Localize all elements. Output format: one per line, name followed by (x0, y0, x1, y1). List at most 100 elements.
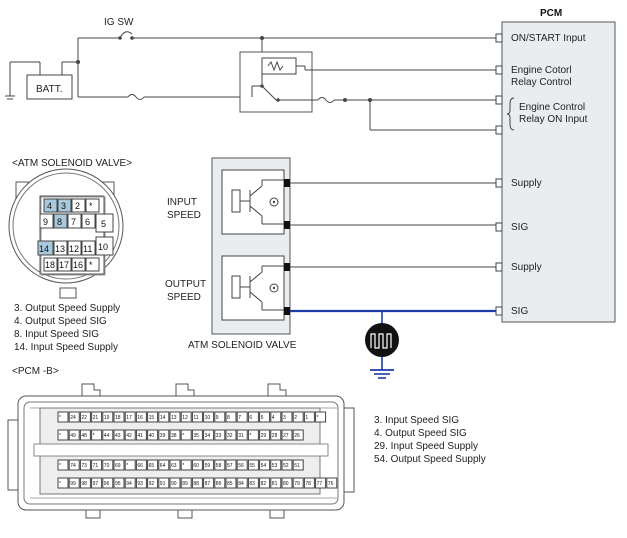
pcm-b-pin-cell (281, 459, 293, 471)
pcm-b-pin-label: 92 (149, 481, 155, 487)
pcm-b-pin-label: * (59, 481, 61, 487)
pcm-b-pin-cell (68, 411, 80, 423)
pcm-b-pin-label: 84 (238, 481, 244, 487)
pcm-b-pin-cell (214, 459, 226, 471)
pcm-b-pin-cell (158, 459, 170, 471)
pcm-b-pin-cell (191, 477, 203, 489)
pcm-b-pin-label: 54 (261, 463, 267, 469)
pcm-b-pin-cell (247, 429, 259, 441)
pcm-b-pin-cell (135, 429, 147, 441)
pcm-b-pin-label: 1 (305, 415, 308, 421)
pcm-pin-relay-control-1: Engine Cotorl (511, 65, 572, 76)
pcm-b-pin-cell (158, 429, 170, 441)
pcm-b-pin-cell (57, 477, 69, 489)
svg-text:13: 13 (55, 244, 65, 254)
atm-valve-connector: <ATM SOLENOID VALVE> 4 3 2 * 9 8 7 6 5 1… (8, 158, 132, 353)
pcm-b-pin-label: 2 (294, 415, 297, 421)
fuse-1 (127, 94, 145, 100)
pcm-b-pin-label: 95 (115, 481, 121, 487)
engine-control-relay (239, 51, 313, 113)
pcm-b-pin-label: 44 (104, 433, 110, 439)
pcm-b-pin-label: 86 (216, 481, 222, 487)
fuse-2 (317, 97, 335, 103)
pcm-b-pin-label: 19 (104, 415, 110, 421)
pcm-b-pin-label: * (59, 463, 61, 469)
pcm-b-pin-label: 60 (193, 463, 199, 469)
pcm-b-pin-cell (147, 477, 159, 489)
pcm-b-pin-cell (247, 459, 259, 471)
pcm-b-pin-label: 12 (182, 415, 188, 421)
input-speed-label-2: SPEED (167, 210, 201, 221)
svg-text:10: 10 (98, 242, 108, 252)
pcm-b-pin-label: 80 (283, 481, 289, 487)
pcm-b-pin-cell (91, 411, 103, 423)
pcm-b-pin-cell (113, 459, 125, 471)
pcm-b-pin-label: 33 (216, 433, 222, 439)
pcm-b-pin-cell (292, 459, 304, 471)
valve-legend-8: 8. Input Speed SIG (14, 329, 99, 340)
pcm-b-pin-label: 6 (249, 415, 252, 421)
pcm-b-pin-label: 41 (137, 433, 143, 439)
pcm-b-pin-label: 89 (182, 481, 188, 487)
pcm-b-pin-label: 57 (227, 463, 233, 469)
pcm-b-pin-cell (315, 411, 327, 423)
pcm-b-pin-label: 71 (93, 463, 99, 469)
pcm-b-pin-label: 4 (272, 415, 275, 421)
pcm-b-pin-cell (124, 459, 136, 471)
pcm-b-pin-cell (270, 411, 282, 423)
pcm-b-pin-cell (124, 411, 136, 423)
pcm-pin-relay-on-1: Engine Control (519, 102, 585, 113)
battery-label: BATT. (36, 84, 62, 95)
pcm-b-pin-label: 65 (149, 463, 155, 469)
svg-text:8: 8 (57, 217, 62, 227)
pcm-b-pin-label: 69 (115, 463, 121, 469)
pcm-b-pin-cell (135, 459, 147, 471)
pcm-b-pin-label: 10 (205, 415, 211, 421)
pcm-b-pin-cell (326, 477, 338, 489)
pcm-b-pin-label: 83 (249, 481, 255, 487)
pcm-b-pin-label: 93 (137, 481, 143, 487)
pcm-b-pin-label: 53 (272, 463, 278, 469)
pcm-b-pin-cell (102, 459, 114, 471)
pcm-pin-output-supply: Supply (511, 262, 542, 273)
pcm-b-pin-cell (91, 429, 103, 441)
pcm-b-pin-cell (158, 411, 170, 423)
pcm-pin-input-supply: Supply (511, 178, 542, 189)
pcm-b-pin-label: 51 (294, 463, 300, 469)
pcm-b-pin-cell (91, 477, 103, 489)
svg-text:5: 5 (101, 219, 106, 229)
pcm-b-pin-label: 52 (283, 463, 289, 469)
pcm-b-pin-label: 39 (160, 433, 166, 439)
svg-text:7: 7 (71, 217, 76, 227)
pcm-b-pin-cell (57, 411, 69, 423)
pcm-b-pin-label: 88 (193, 481, 199, 487)
pcm-b-pin-cell (135, 411, 147, 423)
pcm-b-pin-label: 22 (81, 415, 87, 421)
pcm-module: PCM ON/START Input Engine Cotorl Relay C… (495, 8, 616, 323)
pcm-b-pin-label: 18 (115, 415, 121, 421)
pcm-b-pin-cell (225, 477, 237, 489)
pcm-b-pin-cell (247, 477, 259, 489)
pcm-b-pin-label: 55 (249, 463, 255, 469)
pcm-b-pin-cell (225, 429, 237, 441)
pcm-b-pin-cell (281, 411, 293, 423)
pcm-b-pin-label: 40 (149, 433, 155, 439)
pcm-b-pin-label: 85 (227, 481, 233, 487)
pcm-b-pin-cell (169, 477, 181, 489)
pcm-b-pin-cell (113, 477, 125, 489)
pcm-b-pin-cell (303, 477, 315, 489)
pcm-pin-output-sig: SIG (511, 306, 528, 317)
pcm-b-pin-label: 9 (216, 415, 219, 421)
pcm-b-pin-cell (203, 459, 215, 471)
pcm-b-pin-cell (214, 429, 226, 441)
atm-solenoid-valve-schematic: INPUT SPEED OUTPUT SPEED ATM SOLENOID VA… (165, 157, 496, 379)
pcm-b-pin-label: 91 (160, 481, 166, 487)
valve-legend-14: 14. Input Speed Supply (14, 342, 118, 353)
pcm-b-pin-label: * (317, 415, 319, 421)
svg-text:6: 6 (85, 217, 90, 227)
pcm-b-pin-label: 17 (126, 415, 132, 421)
pcm-b-pin-cell (281, 429, 293, 441)
pcm-b-pin-cell (259, 459, 271, 471)
pcm-b-pin-cell (225, 411, 237, 423)
pcm-b-pin-label: 21 (93, 415, 99, 421)
